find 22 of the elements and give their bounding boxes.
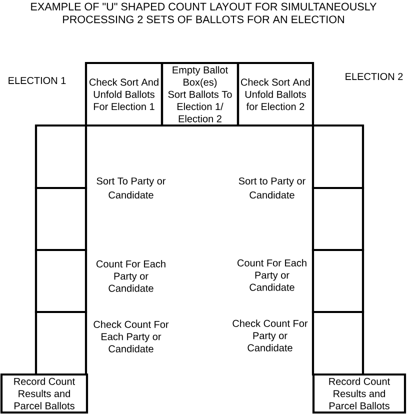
step-label: Sort To Party or Candidate <box>96 177 166 199</box>
empty-box <box>34 124 88 190</box>
title: EXAMPLE OF "U" SHAPED COUNT LAYOUT FOR SIMULTANEOUSLY PROCESSING 2 SETS OF BALLOTS FOR AN ELECTION <box>31 2 377 24</box>
step-box: Record Count Results and Parcel Ballots <box>312 373 406 414</box>
step-box: Check Sort And Unfold Ballots For Election 1 <box>84 62 164 127</box>
step-label: Count For Each Party or Candidate <box>238 259 306 291</box>
empty-box <box>34 310 88 376</box>
step-box: Check Sort And Unfold Ballots for Election 2 <box>236 62 314 127</box>
step-label: Check Count For Party or Candidate <box>232 320 308 352</box>
election-label: ELECTION 2 <box>346 72 403 80</box>
empty-box <box>312 248 364 314</box>
step-label: Count For Each Party or Candidate <box>96 260 166 292</box>
empty-box <box>34 186 88 252</box>
step-box: Empty Ballot Box(es) Sort Ballots To Election 1/ Election 2 <box>160 62 240 127</box>
empty-box <box>312 186 364 252</box>
step-label: Check Count For Each Party or Candidate <box>94 320 169 352</box>
election-label: ELECTION 1 <box>8 76 66 84</box>
step-label: Sort to Party or Candidate <box>238 177 306 199</box>
empty-box <box>312 124 364 190</box>
empty-box <box>34 248 88 314</box>
empty-box <box>312 310 364 376</box>
step-box: Record Count Results and Parcel Ballots <box>0 373 88 414</box>
